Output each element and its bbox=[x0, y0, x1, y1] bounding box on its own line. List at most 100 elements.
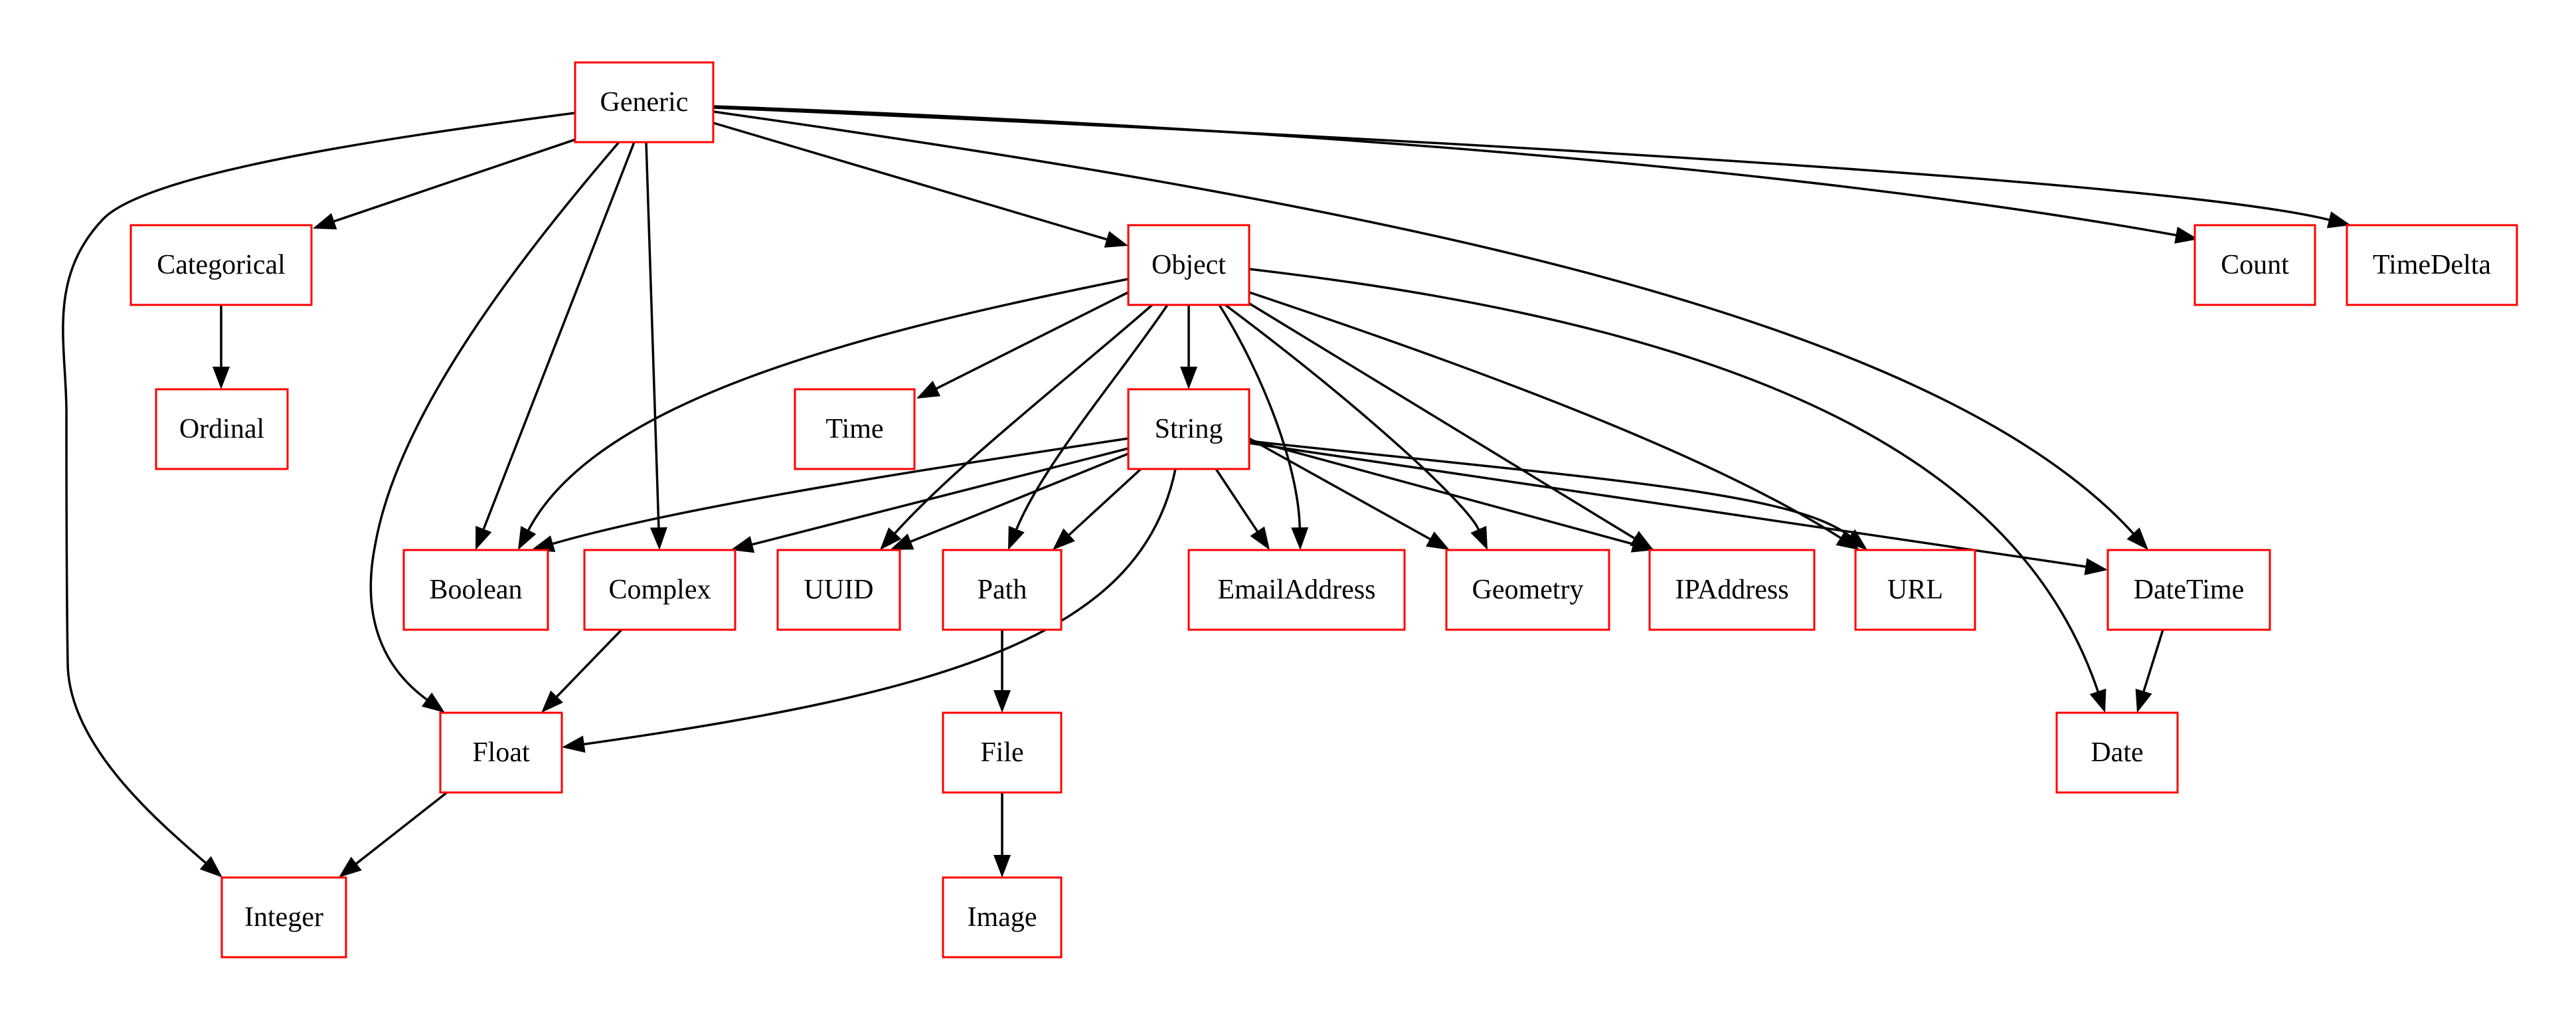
node-uuid: UUID bbox=[776, 549, 901, 631]
arrowhead-generic-to-categorical bbox=[313, 213, 337, 230]
node-label-ordinal: Ordinal bbox=[179, 414, 264, 444]
node-box-url bbox=[1854, 549, 1976, 631]
arrowhead-complex-to-float bbox=[541, 690, 563, 713]
edges-layer bbox=[62, 105, 2351, 877]
node-integer: Integer bbox=[220, 876, 347, 959]
node-label-geometry: Geometry bbox=[1472, 575, 1584, 605]
node-datetime: DateTime bbox=[2106, 549, 2271, 631]
edge-object-to-geometry bbox=[1224, 304, 1480, 530]
arrowhead-string-to-emailaddress bbox=[1250, 526, 1270, 550]
node-label-generic: Generic bbox=[600, 87, 689, 118]
node-file: File bbox=[942, 711, 1063, 794]
arrowhead-string-to-ipaddress bbox=[1630, 535, 1655, 553]
arrowhead-object-to-emailaddress bbox=[1291, 527, 1309, 550]
arrowhead-generic-to-timedelta bbox=[2326, 211, 2351, 229]
node-box-image bbox=[942, 876, 1063, 959]
edge-string-to-complex bbox=[752, 447, 1129, 546]
node-box-boolean bbox=[402, 549, 549, 631]
arrowhead-string-to-url bbox=[1844, 529, 1867, 550]
node-label-categorical: Categorical bbox=[157, 250, 286, 280]
node-box-complex bbox=[583, 549, 736, 631]
node-label-timedelta: TimeDelta bbox=[2373, 250, 2491, 280]
node-string: String bbox=[1127, 388, 1250, 470]
arrowhead-generic-to-complex bbox=[649, 527, 667, 550]
node-label-path: Path bbox=[978, 575, 1027, 605]
node-box-ordinal bbox=[155, 388, 289, 470]
arrowhead-generic-to-object bbox=[1104, 231, 1128, 248]
node-label-file: File bbox=[980, 737, 1023, 768]
arrowhead-generic-to-count bbox=[2174, 227, 2198, 244]
edge-generic-to-categorical bbox=[333, 132, 596, 223]
node-label-image: Image bbox=[968, 902, 1037, 933]
edge-object-to-path bbox=[1015, 304, 1169, 530]
node-float: Float bbox=[439, 711, 563, 794]
node-box-object bbox=[1127, 224, 1250, 306]
node-box-emailaddress bbox=[1187, 549, 1406, 631]
node-box-float bbox=[439, 711, 563, 794]
node-categorical: Categorical bbox=[129, 224, 313, 306]
edge-object-to-ipaddress bbox=[1241, 298, 1635, 539]
edge-string-to-boolean bbox=[553, 437, 1129, 545]
node-geometry: Geometry bbox=[1445, 549, 1610, 631]
arrowhead-object-to-uuid bbox=[880, 527, 902, 550]
arrowhead-generic-to-boolean bbox=[475, 525, 492, 550]
arrowhead-generic-to-integer bbox=[199, 856, 222, 877]
node-box-count bbox=[2193, 224, 2316, 306]
edge-string-to-emailaddress bbox=[1215, 468, 1258, 532]
arrowhead-object-to-string bbox=[1180, 367, 1197, 389]
node-label-complex: Complex bbox=[609, 575, 711, 605]
arrowhead-string-to-uuid bbox=[890, 533, 914, 550]
node-boolean: Boolean bbox=[402, 549, 549, 631]
node-label-object: Object bbox=[1152, 250, 1226, 280]
node-label-string: String bbox=[1155, 414, 1223, 444]
node-box-time bbox=[794, 388, 916, 470]
edge-datetime-to-date bbox=[2142, 629, 2164, 692]
edge-string-to-datetime bbox=[1248, 442, 2086, 568]
node-box-generic bbox=[574, 61, 715, 143]
node-ordinal: Ordinal bbox=[155, 388, 289, 470]
node-box-datetime bbox=[2106, 549, 2271, 631]
edge-object-to-emailaddress bbox=[1218, 304, 1301, 528]
node-emailaddress: EmailAddress bbox=[1187, 549, 1406, 631]
node-box-file bbox=[942, 711, 1063, 794]
edge-generic-to-float bbox=[369, 141, 620, 701]
edge-object-to-time bbox=[936, 291, 1129, 390]
node-label-time: Time bbox=[825, 414, 883, 444]
arrowhead-string-to-boolean bbox=[531, 535, 556, 552]
arrowhead-string-to-datetime bbox=[2084, 558, 2108, 575]
node-label-integer: Integer bbox=[244, 902, 323, 933]
edge-generic-to-datetime bbox=[713, 110, 2134, 535]
arrowhead-string-to-float bbox=[562, 735, 586, 753]
edge-generic-to-integer bbox=[62, 112, 576, 864]
node-box-categorical bbox=[129, 224, 313, 306]
node-box-timedelta bbox=[2346, 224, 2518, 306]
edge-string-to-ipaddress bbox=[1248, 438, 1634, 545]
arrowhead-file-to-image bbox=[993, 855, 1011, 877]
node-box-path bbox=[942, 549, 1063, 631]
arrowhead-float-to-integer bbox=[339, 856, 362, 877]
arrowhead-generic-to-datetime bbox=[2126, 527, 2148, 550]
edge-string-to-geometry bbox=[1248, 437, 1431, 541]
node-label-url: URL bbox=[1887, 575, 1943, 605]
arrowhead-datetime-to-date bbox=[2135, 688, 2152, 713]
edge-float-to-integer bbox=[355, 791, 448, 865]
node-path: Path bbox=[942, 549, 1063, 631]
node-box-geometry bbox=[1445, 549, 1610, 631]
edge-generic-to-timedelta bbox=[713, 106, 2330, 221]
node-label-count: Count bbox=[2221, 250, 2289, 280]
arrowhead-object-to-time bbox=[916, 381, 941, 399]
node-box-string bbox=[1127, 388, 1250, 470]
edge-string-to-path bbox=[1068, 468, 1142, 536]
node-timedelta: TimeDelta bbox=[2346, 224, 2518, 306]
node-label-float: Float bbox=[472, 737, 530, 768]
node-label-datetime: DateTime bbox=[2134, 575, 2244, 605]
node-label-date: Date bbox=[2091, 737, 2143, 768]
arrowhead-path-to-file bbox=[993, 690, 1011, 713]
edge-object-to-url bbox=[1248, 291, 1842, 539]
node-ipaddress: IPAddress bbox=[1648, 549, 1816, 631]
node-generic: Generic bbox=[574, 61, 715, 143]
arrowhead-categorical-to-ordinal bbox=[213, 367, 230, 389]
node-label-ipaddress: IPAddress bbox=[1675, 575, 1788, 605]
arrowhead-object-to-date bbox=[2089, 688, 2106, 713]
